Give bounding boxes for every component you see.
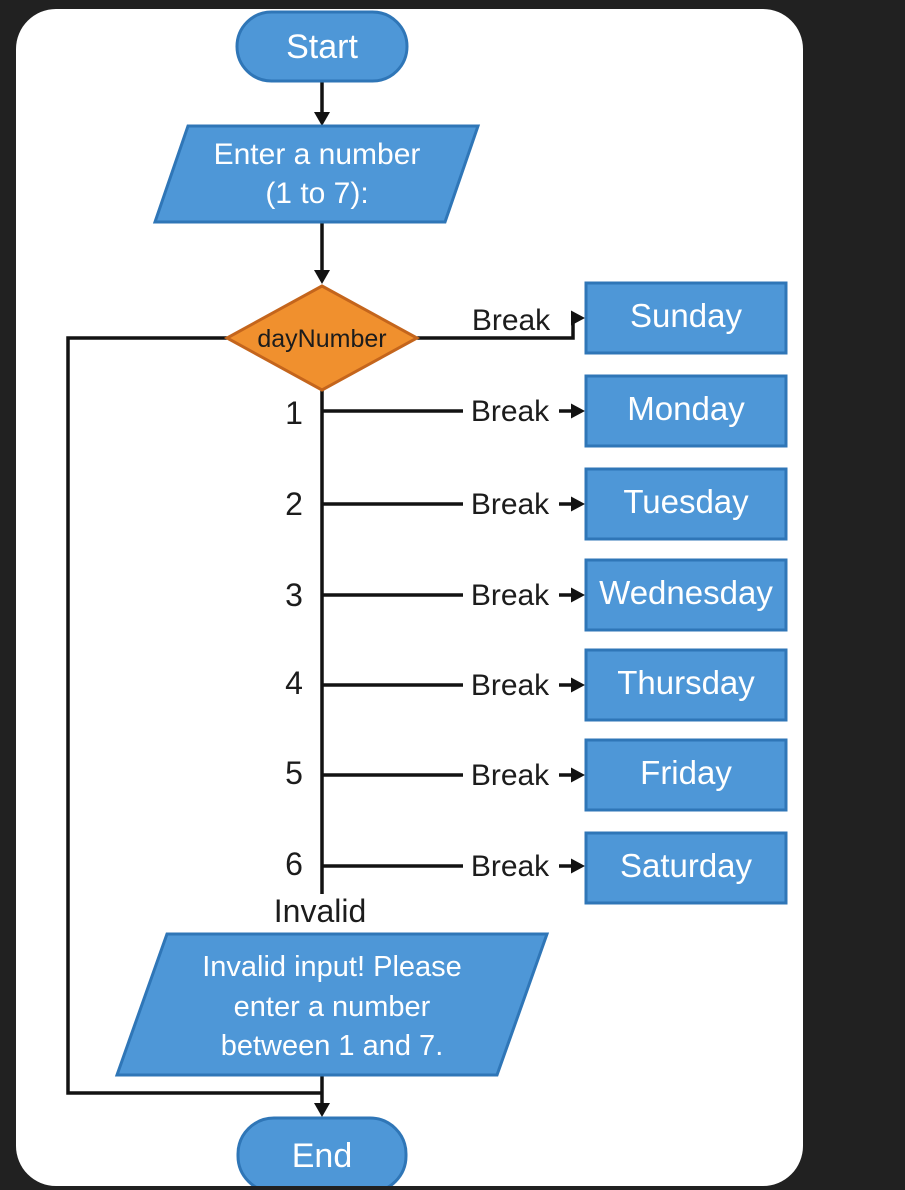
day-box-monday (584, 374, 788, 448)
break-label-gap (463, 665, 559, 705)
day-box-friday (584, 738, 788, 812)
arrowhead-friday (571, 767, 585, 783)
input-label-line1: Enter a number (214, 138, 421, 171)
edge-decision-loop-to-end (66, 336, 322, 1095)
arrowhead-monday (571, 403, 585, 419)
input-label-line2: (1 to 7): (265, 177, 368, 210)
break-label-gap (463, 755, 559, 795)
end-node-label: End (292, 1137, 353, 1175)
day-box-monday-label: Monday (627, 390, 745, 427)
invalid-output-line1: Invalid input! Please (202, 951, 462, 983)
break-label-sunday: Break (472, 304, 551, 337)
day-box-tuesday (584, 467, 788, 541)
decision-label: dayNumber (257, 325, 386, 353)
arrowhead-thursday (571, 677, 585, 693)
invalid-output-line3: between 1 and 7. (221, 1030, 444, 1062)
case-label-2: 2 (285, 486, 303, 522)
break-label-gap (463, 846, 559, 886)
break-label-gap (463, 575, 559, 615)
arrowhead-saturday (571, 858, 585, 874)
break-label-gap (463, 484, 559, 524)
edge-case-sunday (417, 318, 575, 340)
break-label-monday: Break (471, 395, 550, 428)
day-box-saturday-label: Saturday (620, 847, 753, 884)
start-node-label: Start (286, 28, 358, 66)
day-box-thursday-label: Thursday (617, 664, 755, 701)
day-box-friday-label: Friday (640, 754, 732, 791)
case-label-1: 1 (285, 395, 303, 431)
invalid-output-parallelogram (114, 932, 550, 1077)
break-label-tuesday: Break (471, 488, 550, 521)
break-label-thursday: Break (471, 669, 550, 702)
flowchart-diagram: Break Break Break Break Break Break Brea… (66, 10, 788, 1186)
day-box-thursday (584, 648, 788, 722)
day-box-sunday-label: Sunday (630, 297, 742, 334)
break-label-gap (463, 391, 559, 431)
day-box-sunday (584, 281, 788, 355)
case-label-3: 3 (285, 577, 303, 613)
case-label-6: 6 (285, 846, 303, 882)
arrowhead-input-to-decision (314, 270, 330, 284)
decision-diamond (223, 284, 421, 392)
case-label-5: 5 (285, 755, 303, 791)
break-label-friday: Break (471, 759, 550, 792)
day-box-saturday (584, 831, 788, 905)
arrowhead-to-end (314, 1103, 330, 1117)
arrowhead-tuesday (571, 496, 585, 512)
case-label-4: 4 (285, 665, 303, 701)
day-box-wednesday-label: Wednesday (599, 574, 773, 611)
invalid-output-line2: enter a number (234, 991, 431, 1023)
input-parallelogram (152, 124, 481, 224)
arrowhead-wednesday (571, 587, 585, 603)
break-label-wednesday: Break (471, 579, 550, 612)
break-label-saturday: Break (471, 850, 550, 883)
day-box-tuesday-label: Tuesday (623, 483, 749, 520)
arrowhead-sunday (571, 310, 585, 326)
case-label-invalid: Invalid (274, 893, 367, 929)
arrowhead-start-to-input (314, 112, 330, 126)
start-node (235, 10, 409, 83)
end-node (236, 1116, 408, 1186)
day-box-wednesday (584, 558, 788, 632)
